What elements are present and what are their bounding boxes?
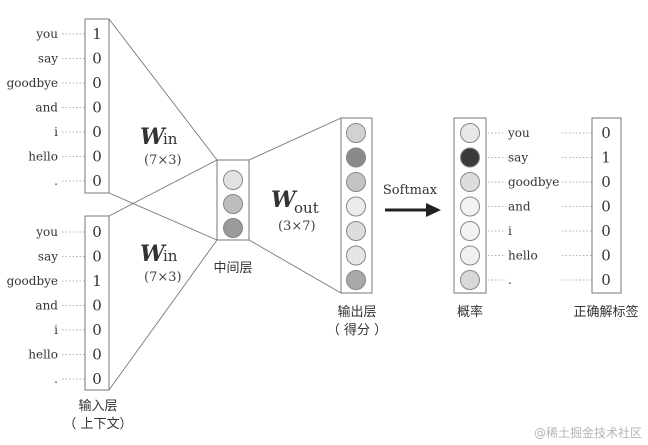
- input-value: 0: [92, 148, 102, 166]
- output-node: [346, 270, 366, 290]
- input-value: 0: [92, 346, 102, 364]
- output-node: [346, 172, 366, 192]
- probability-label: 概率: [457, 304, 483, 320]
- output-node: [346, 221, 366, 241]
- output-layer-note: （ 得分 ）: [327, 322, 387, 338]
- probability-node: [460, 196, 480, 217]
- input-value: 1: [92, 25, 102, 43]
- hidden-layer: 中间层: [213, 159, 253, 276]
- output-layer: 输出层 （ 得分 ）: [327, 117, 387, 338]
- w-out-label: W out (3×7): [271, 187, 319, 234]
- w-in-dims: (7×3): [144, 270, 182, 285]
- input-word: you: [35, 27, 58, 41]
- target-word: you: [507, 126, 530, 140]
- w-out-subscript: out: [294, 199, 319, 217]
- input-word: you: [35, 225, 58, 239]
- input-value: 0: [92, 99, 102, 117]
- input-vector-top: you 1 say 0 goodbye 0 and 0 i 0 hello 0. 0: [7, 18, 110, 194]
- target-value: 0: [601, 173, 611, 191]
- input-value: 0: [92, 223, 102, 241]
- input-word: goodbye: [7, 76, 58, 90]
- target-value: 1: [601, 149, 611, 167]
- input-vector-bottom: you 0 say 0 goodbye 1 and 0 i 0 hello 0. 0: [7, 215, 110, 391]
- probability-node: [460, 147, 480, 168]
- input-word: goodbye: [7, 274, 58, 288]
- output-node: [346, 245, 366, 266]
- projection-lines: [108, 18, 342, 391]
- w-out-symbol: W: [271, 187, 298, 213]
- probability-layer: 概率: [453, 117, 487, 320]
- input-layer-caption: 输入层 （ 上下文）: [63, 398, 132, 432]
- hidden-node: [223, 218, 243, 238]
- hidden-node: [223, 194, 243, 214]
- input-word: .: [54, 372, 58, 386]
- hidden-node: [223, 170, 243, 190]
- w-in-label-top: W in (7×3): [140, 124, 182, 168]
- input-word: say: [38, 52, 58, 66]
- target-word: say: [508, 151, 528, 165]
- input-value: 1: [92, 272, 102, 290]
- w-out-dims: (3×7): [278, 219, 316, 234]
- input-value: 0: [92, 74, 102, 92]
- input-value: 0: [92, 297, 102, 315]
- input-value: 0: [92, 321, 102, 339]
- input-value: 0: [92, 50, 102, 68]
- arrow-head-icon: [426, 203, 441, 217]
- input-word: hello: [28, 150, 58, 164]
- softmax-label: Softmax: [383, 183, 438, 198]
- softmax-arrow: Softmax: [383, 183, 441, 217]
- probability-node: [460, 123, 480, 143]
- probability-node: [460, 270, 480, 290]
- target-value: 0: [601, 222, 611, 240]
- input-layer-note: （ 上下文）: [63, 417, 132, 432]
- target-vector: you say goodbye and i hello. 0 1 0 0 0 0 0 正确解标签: [488, 117, 639, 320]
- input-word: i: [54, 323, 58, 337]
- target-word: goodbye: [508, 175, 559, 189]
- probability-node: [460, 245, 480, 266]
- target-word: and: [508, 200, 531, 214]
- input-word: hello: [28, 348, 58, 362]
- output-node: [346, 147, 366, 168]
- input-word: say: [38, 250, 58, 264]
- input-value: 0: [92, 172, 102, 190]
- target-word: hello: [508, 249, 538, 263]
- input-value: 0: [92, 248, 102, 266]
- input-word: and: [35, 299, 58, 313]
- input-value: 0: [92, 123, 102, 141]
- input-word: and: [35, 101, 58, 115]
- w-in-symbol: W: [140, 241, 167, 267]
- input-value: 0: [92, 370, 102, 388]
- target-value: 0: [601, 124, 611, 142]
- target-word: .: [508, 273, 512, 287]
- w-in-subscript: in: [163, 130, 178, 148]
- target-value: 0: [601, 198, 611, 216]
- middle-layer-label: 中间层: [213, 261, 252, 276]
- output-layer-label: 输出层: [337, 304, 376, 320]
- w-in-label-bottom: W in (7×3): [140, 241, 182, 285]
- input-word: .: [54, 174, 58, 188]
- output-node: [346, 123, 366, 143]
- target-value: 0: [601, 271, 611, 289]
- output-node: [346, 196, 366, 217]
- w-in-symbol: W: [140, 124, 167, 150]
- target-label: 正确解标签: [573, 304, 638, 320]
- probability-node: [460, 172, 480, 192]
- watermark: @稀土掘金技术社区: [534, 425, 642, 440]
- input-word: i: [54, 125, 58, 139]
- w-in-subscript: in: [163, 247, 178, 265]
- target-value: 0: [601, 247, 611, 265]
- target-word: i: [508, 224, 512, 238]
- input-layer-label: 输入层: [78, 398, 117, 414]
- w-in-dims: (7×3): [144, 153, 182, 168]
- probability-node: [460, 221, 480, 241]
